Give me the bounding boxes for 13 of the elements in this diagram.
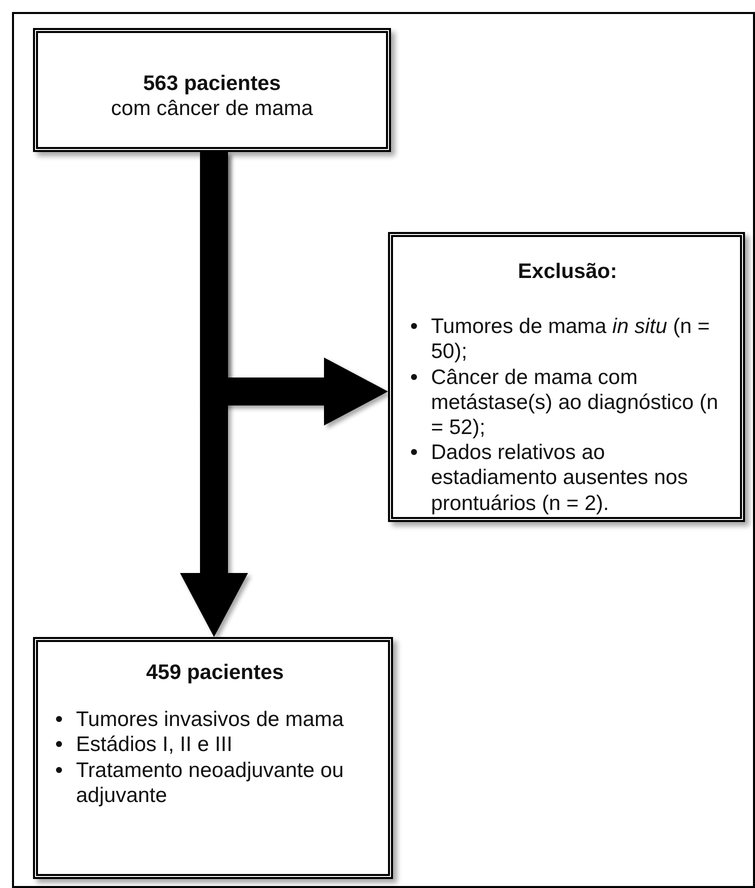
bullet-item: Tratamento neoadjuvante ou adjuvante [76, 758, 345, 808]
exclusion-box [388, 232, 745, 522]
process-box [33, 28, 391, 152]
bullet-item: Tumores invasivos de mama [76, 707, 345, 732]
bullet-item: Câncer de mama com metástase(s) ao diagnóstico (n = 52); [431, 364, 720, 440]
box-heading: Exclusão: [516, 259, 618, 284]
box-heading: 459 pacientes [145, 660, 285, 686]
bullet-item: Estádios I, II e III [76, 732, 234, 758]
box-heading: 563 pacientes [142, 71, 282, 96]
bullet-item: Dados relativos ao estadiamento ausentes nos prontuários (n = 2). [431, 440, 689, 516]
box-text: com câncer de mama [110, 96, 314, 122]
process-box [33, 637, 393, 879]
bullet-item: Tumores de mama in situ (n = 50); [431, 314, 711, 365]
